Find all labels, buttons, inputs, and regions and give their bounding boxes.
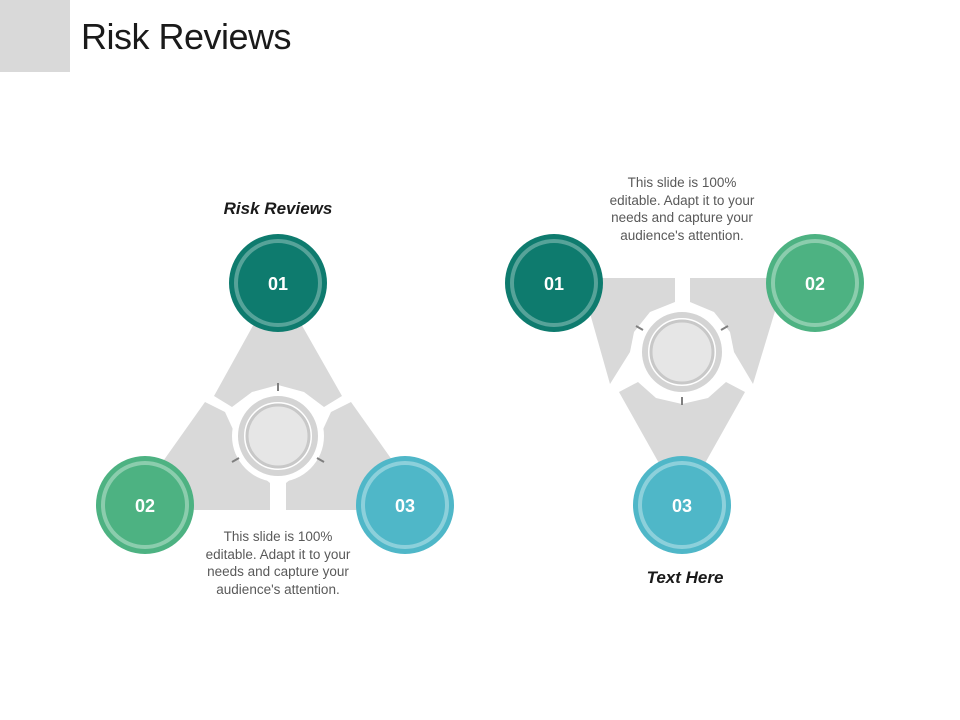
right-diagram-description: This slide is 100% editable. Adapt it to… [609, 175, 755, 243]
right-diagram-heading: Text Here [646, 568, 724, 587]
left-node-1-label: 01 [268, 274, 288, 294]
right-segment-left [580, 278, 675, 384]
left-cycle-diagram: 01 02 03 [96, 234, 454, 554]
left-node-3-label: 03 [395, 496, 415, 516]
left-node-3: 03 [356, 456, 454, 554]
left-hub-outer-ring [238, 396, 318, 476]
right-cycle-diagram: 01 02 03 [505, 234, 864, 554]
right-node-1: 01 [505, 234, 603, 332]
left-hub-tick-left [231, 457, 240, 463]
right-segment-right [690, 278, 785, 384]
right-node-2-label: 02 [805, 274, 825, 294]
right-hub-tick-left [635, 325, 644, 331]
left-node-2: 02 [96, 456, 194, 554]
left-segment-top [214, 322, 342, 407]
right-segment-bottom [619, 382, 745, 465]
corner-accent-block [0, 0, 70, 72]
left-node-2-label: 02 [135, 496, 155, 516]
right-hub-center [649, 319, 715, 385]
right-node-3-label: 03 [672, 496, 692, 516]
right-hub-outer-ring [642, 312, 722, 392]
left-hub [231, 383, 325, 482]
right-node-2: 02 [766, 234, 864, 332]
left-diagram-heading: Risk Reviews [223, 199, 333, 218]
right-node-1-label: 01 [544, 274, 564, 294]
left-hub-center [245, 403, 311, 469]
right-segments [580, 278, 785, 465]
left-hub-tick-right [316, 457, 325, 463]
right-hub [635, 306, 729, 405]
right-node-3: 03 [633, 456, 731, 554]
left-node-1: 01 [229, 234, 327, 332]
slide-title: Risk Reviews [81, 16, 292, 57]
right-hub-tick-right [720, 325, 729, 331]
left-diagram-description: This slide is 100% editable. Adapt it to… [205, 529, 351, 597]
